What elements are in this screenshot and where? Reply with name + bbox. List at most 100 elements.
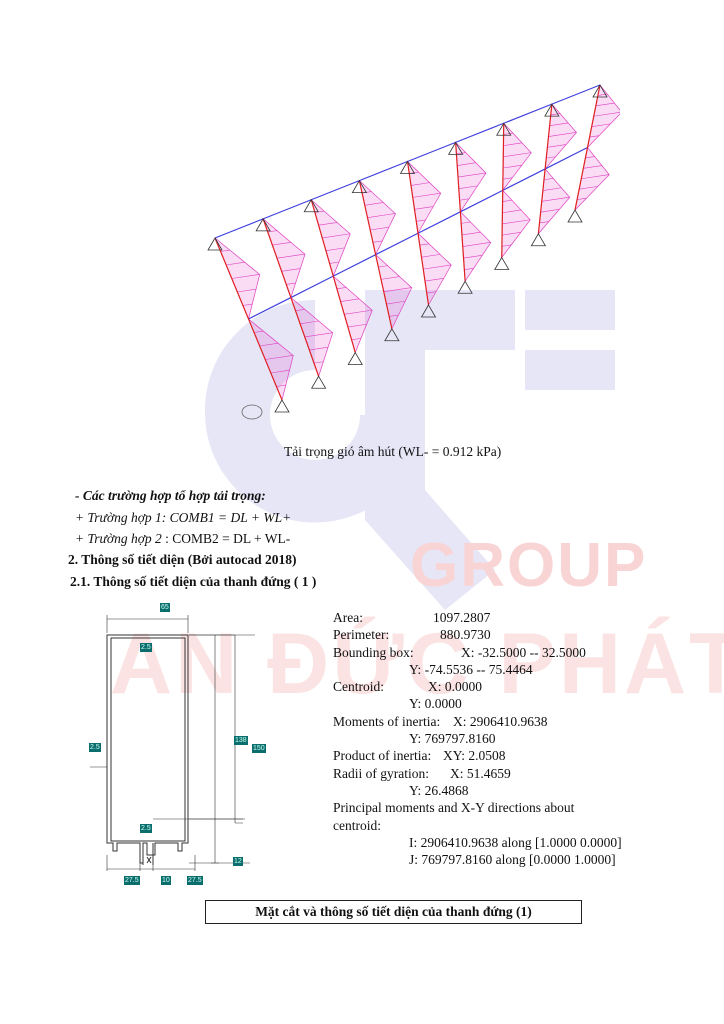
load-arrow (548, 132, 577, 137)
wind-load-frame-diagram (207, 84, 620, 420)
load-arrow (419, 243, 430, 246)
support-icon (303, 198, 319, 213)
figure-caption: Tải trọng gió âm hút (WL- = 0.912 kPa) (284, 444, 502, 459)
load-arrow (503, 142, 523, 146)
load-arrow (254, 330, 264, 333)
load-arrow (389, 314, 399, 317)
load-arrow (423, 264, 452, 270)
dim-width: 65 (160, 603, 170, 612)
load-arrow (276, 384, 286, 387)
load-arrow (295, 308, 305, 311)
support-icon (496, 122, 512, 136)
axis-icon (241, 404, 263, 420)
wind-load-diagram (248, 318, 294, 402)
load-arrow (583, 165, 603, 169)
support-icon (447, 141, 464, 155)
load-arrow (543, 178, 554, 181)
support-icon (351, 179, 368, 194)
principal-i: I: 2906410.9638 along [1.0000 0.0000] (409, 834, 622, 850)
moi-label: Moments of inertia: (333, 713, 441, 729)
wind-load-diagram (501, 189, 531, 259)
load-arrow (336, 287, 347, 290)
load-arrow (463, 255, 483, 259)
support-icon (494, 256, 510, 270)
load-arrow (410, 182, 430, 186)
centroid-x: X: 0.0000 (428, 679, 482, 695)
support-icon (399, 160, 416, 174)
section-2-1-title: 2.1. Thông số tiết diện của thanh đứng (… (70, 574, 317, 589)
load-arrow (281, 268, 301, 272)
perimeter-value: 880.9730 (440, 627, 491, 643)
load-arrow (579, 186, 598, 190)
principal-label: Principal moments and X-Y directions abo… (333, 800, 575, 816)
load-arrow (502, 219, 531, 225)
dim-inner-height: 138 (234, 736, 248, 745)
load-arrow (300, 320, 319, 325)
dim-right-flange: 27.5 (187, 876, 203, 885)
load-arrow (304, 332, 333, 338)
load-arrow (542, 187, 562, 191)
watermark-logo (204, 290, 615, 610)
load-arrow (424, 277, 444, 282)
load-arrow (414, 206, 434, 210)
combo-case-2: + Trường hợp 2 : COMB2 = DL + WL- (75, 531, 290, 547)
centroid-label: Centroid: (333, 679, 384, 695)
wind-load-diagram (502, 122, 532, 192)
load-arrow (458, 185, 478, 189)
combo-case-2-label: + Trường hợp 2 (75, 531, 162, 546)
load-arrow (318, 222, 338, 226)
support-icon (207, 237, 223, 251)
table-caption: Mặt cắt và thông số tiết diện của thanh … (205, 900, 582, 924)
rog-x: X: 51.4659 (450, 765, 511, 781)
load-arrow (462, 242, 491, 247)
centroid-y: Y: 0.0000 (409, 696, 462, 712)
section-2-title: 2. Thông số tiết diện (Bởi autocad 2018) (68, 552, 297, 567)
load-arrow (242, 303, 253, 306)
load-arrow (347, 323, 367, 328)
load-arrow (226, 261, 245, 266)
wind-load-diagram (358, 179, 396, 256)
section-drawing (90, 615, 255, 871)
wind-load-diagram (375, 253, 413, 330)
load-arrow (309, 346, 329, 351)
load-arrow (503, 164, 522, 169)
load-arrow (457, 162, 476, 166)
bbox-label: Bounding box: (333, 644, 414, 660)
load-arrow (502, 209, 522, 214)
support-icon (567, 209, 583, 223)
rog-y: Y: 26.4868 (409, 782, 469, 798)
load-arrow (383, 287, 412, 293)
support-icon (544, 103, 560, 117)
dim-slot: 12 (233, 857, 243, 866)
load-arrow (231, 274, 260, 279)
support-icon (347, 351, 363, 365)
support-icon (274, 399, 290, 413)
load-arrow (541, 196, 570, 202)
load-arrow (593, 112, 620, 117)
load-arrow (270, 369, 290, 374)
load-arrow (503, 152, 532, 158)
load-arrow (265, 355, 294, 360)
moi-x: X: 2906410.9638 (453, 713, 548, 729)
load-arrow (501, 244, 512, 247)
vertical-member (501, 123, 505, 258)
load-arrow (314, 210, 325, 213)
vertical-member (262, 218, 320, 377)
wind-load-diagram (310, 198, 351, 278)
load-arrow (464, 267, 474, 270)
load-arrow (340, 298, 360, 302)
load-arrow (344, 309, 373, 315)
principal-label-2: centroid: (333, 817, 381, 833)
vertical-member (406, 161, 430, 306)
area-value: 1097.2807 (433, 610, 491, 625)
vertical-member (214, 237, 283, 401)
load-arrow (313, 361, 324, 364)
load-arrow (502, 199, 512, 202)
support-icon (310, 375, 327, 389)
support-icon (420, 304, 437, 318)
load-arrow (220, 249, 230, 252)
support-icon (530, 232, 547, 247)
load-arrow (272, 242, 292, 246)
load-arrow (577, 197, 587, 200)
wind-load-diagram (332, 275, 373, 354)
